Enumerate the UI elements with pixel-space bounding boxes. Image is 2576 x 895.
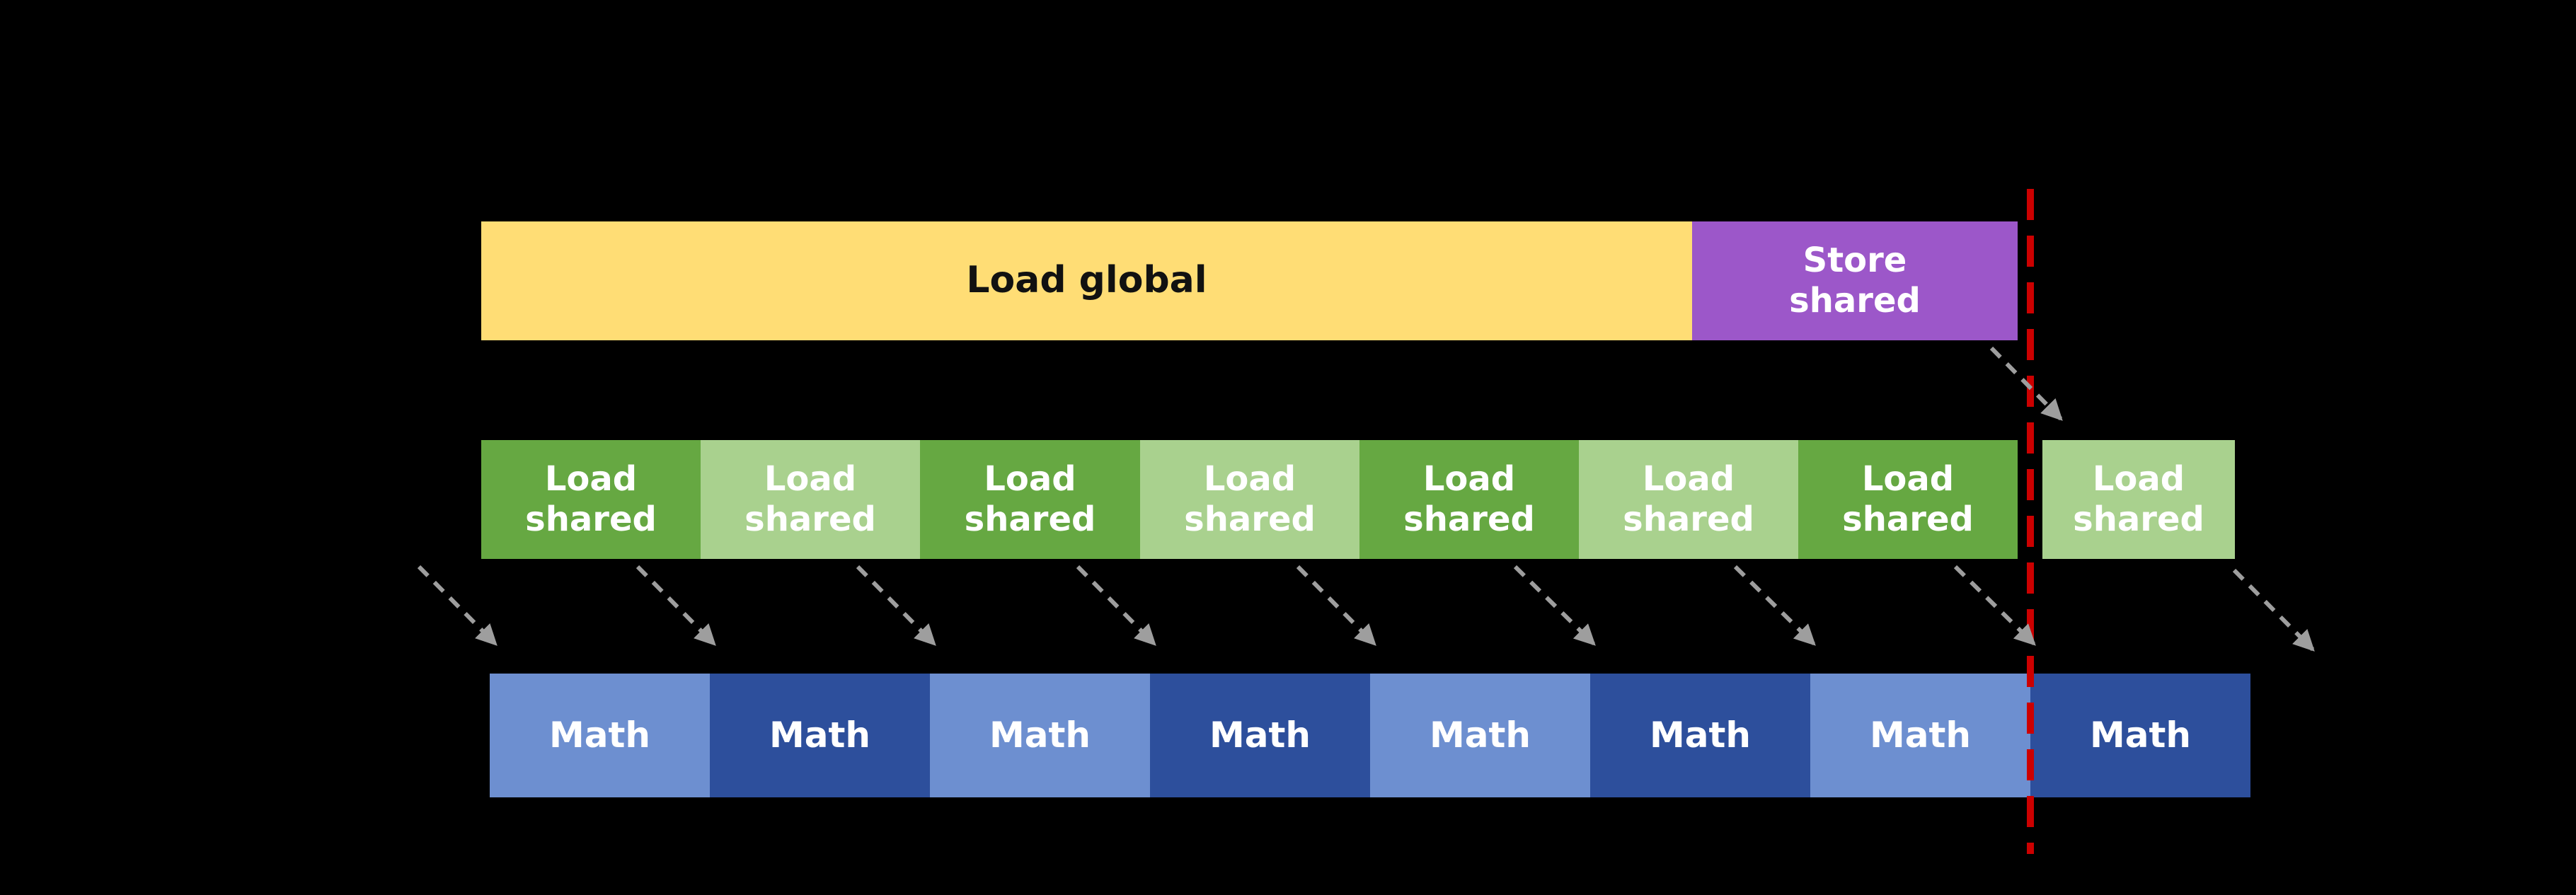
dependency-arrow bbox=[1296, 565, 1376, 646]
load-shared-label: shared bbox=[2073, 500, 2204, 539]
load-shared-box-8: Load shared bbox=[2042, 440, 2235, 559]
math-label: Math bbox=[1209, 715, 1311, 756]
load-shared-label: Load bbox=[1642, 459, 1735, 500]
dependency-arrow bbox=[636, 565, 716, 646]
dependency-arrow bbox=[417, 565, 498, 646]
store-to-load-arrow bbox=[1989, 346, 2063, 421]
load-shared-label: Load bbox=[764, 459, 857, 500]
dependency-arrow bbox=[1733, 565, 1816, 646]
load-shared-box-6: Load shared bbox=[1579, 440, 1798, 559]
load-shared-label: Load bbox=[2092, 459, 2185, 500]
store-shared-label-line2: shared bbox=[1789, 281, 1921, 321]
load-global-label: Load global bbox=[966, 259, 1207, 302]
load-shared-label: Load bbox=[544, 459, 638, 500]
load-shared-box-5: Load shared bbox=[1359, 440, 1579, 559]
math-label: Math bbox=[769, 715, 870, 756]
load-shared-box-7: Load shared bbox=[1798, 440, 2018, 559]
load-shared-label: shared bbox=[1842, 500, 1974, 539]
load-shared-box-1: Load shared bbox=[481, 440, 701, 559]
store-shared-box: Store shared bbox=[1692, 221, 2018, 340]
load-shared-label: Load bbox=[984, 459, 1076, 500]
math-box-2: Math bbox=[710, 674, 930, 797]
dependency-arrow bbox=[856, 565, 936, 646]
load-shared-label: shared bbox=[964, 500, 1096, 539]
math-label: Math bbox=[1430, 715, 1531, 756]
load-shared-label: shared bbox=[744, 500, 876, 539]
math-box-6: Math bbox=[1590, 674, 1810, 797]
math-box-7: Math bbox=[1810, 674, 2030, 797]
math-label: Math bbox=[1650, 715, 1751, 756]
store-shared-label-line1: Store bbox=[1802, 241, 1907, 281]
math-box-4: Math bbox=[1150, 674, 1370, 797]
load-shared-label: shared bbox=[1623, 500, 1754, 539]
math-box-5: Math bbox=[1370, 674, 1590, 797]
math-box-8: Math bbox=[2030, 674, 2250, 797]
load-shared-box-4: Load shared bbox=[1140, 440, 1359, 559]
math-box-1: Math bbox=[490, 674, 710, 797]
sync-barrier-line bbox=[2027, 189, 2034, 854]
load-shared-label: Load bbox=[1203, 459, 1296, 500]
dependency-arrow bbox=[1076, 565, 1156, 646]
dependency-arrow bbox=[2232, 568, 2315, 652]
dependency-arrow bbox=[1513, 565, 1596, 646]
math-box-3: Math bbox=[930, 674, 1150, 797]
math-label: Math bbox=[549, 715, 650, 756]
load-global-box: Load global bbox=[481, 221, 1692, 340]
load-shared-label: Load bbox=[1861, 459, 1955, 500]
load-shared-box-3: Load shared bbox=[920, 440, 1140, 559]
load-shared-label: Load bbox=[1422, 459, 1516, 500]
math-label: Math bbox=[2090, 715, 2191, 756]
dependency-arrow bbox=[1953, 565, 2036, 646]
math-label: Math bbox=[989, 715, 1091, 756]
load-shared-box-2: Load shared bbox=[701, 440, 920, 559]
load-shared-label: shared bbox=[1184, 500, 1316, 539]
load-shared-label: shared bbox=[525, 500, 657, 539]
math-label: Math bbox=[1870, 715, 1971, 756]
load-shared-label: shared bbox=[1403, 500, 1535, 539]
